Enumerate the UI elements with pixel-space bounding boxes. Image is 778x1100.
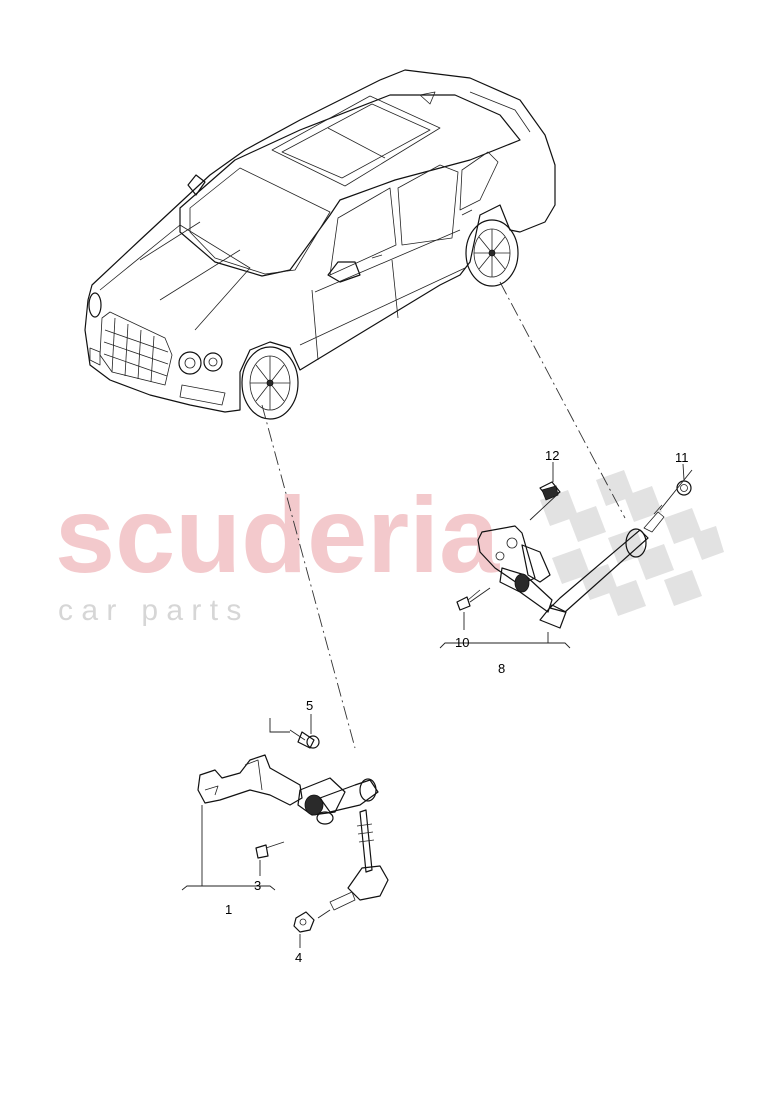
- callout-12: 12: [545, 448, 559, 463]
- screw-3: [255, 841, 285, 859]
- callout-1: 1: [225, 902, 232, 917]
- screw-10: [456, 589, 481, 611]
- watermark: scuderia c a r p a r t s: [55, 470, 724, 627]
- ride-height-sensor-rear: [477, 504, 665, 629]
- watermark-tagline: c a r p a r t s: [58, 594, 241, 627]
- front-wheel: [241, 346, 299, 420]
- checkered-flag-icon: [540, 470, 724, 616]
- callout-11: 11: [675, 450, 689, 465]
- screw-5: [289, 729, 320, 749]
- callout-4: 4: [295, 950, 302, 965]
- grille-mesh: [103, 317, 169, 383]
- callout-8: 8: [498, 661, 505, 676]
- callout-10: 10: [455, 635, 469, 650]
- callout-5: 5: [306, 698, 313, 713]
- nut-4: [293, 911, 315, 933]
- nut-11: [676, 480, 692, 496]
- bentley-suv-illustration: [84, 69, 556, 420]
- ride-height-sensor-front: [197, 754, 389, 911]
- watermark-brand: scuderia: [55, 474, 500, 595]
- rear-wheel: [465, 219, 519, 287]
- callout-3: 3: [254, 878, 261, 893]
- reference-line-rear: [499, 281, 626, 519]
- reference-line-front: [261, 404, 356, 749]
